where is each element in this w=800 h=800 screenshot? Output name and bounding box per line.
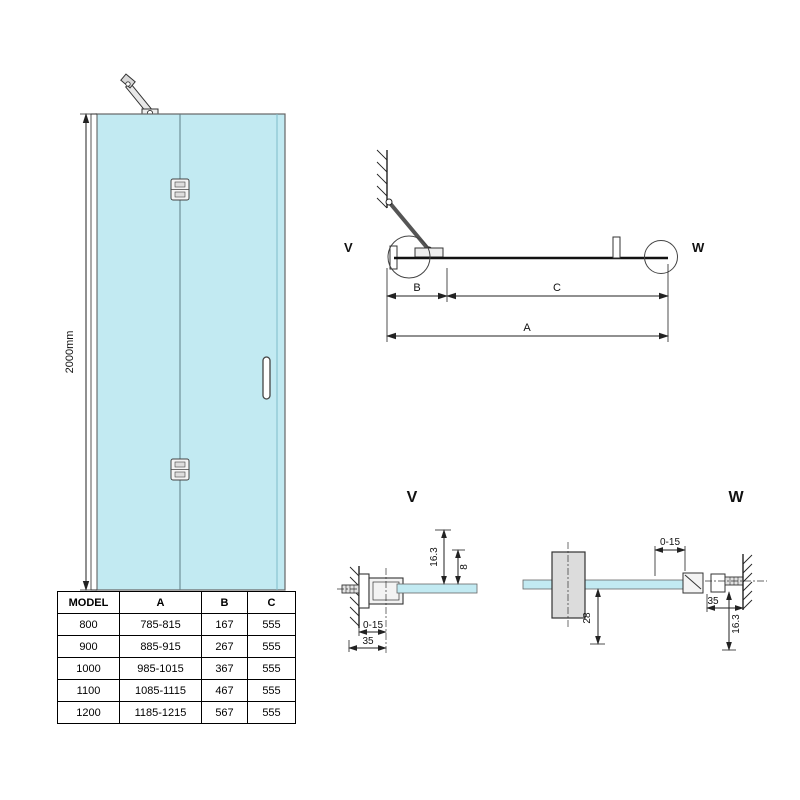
detail-circle-w bbox=[644, 240, 678, 274]
detail-v-drawing: V 16.3 bbox=[337, 489, 478, 654]
handle-plan bbox=[612, 236, 621, 259]
hinge-bottom bbox=[170, 458, 190, 481]
detail-v-wall-profile bbox=[358, 573, 370, 609]
door-handle bbox=[262, 356, 271, 400]
cell-model: 800 bbox=[57, 613, 120, 636]
column-header-model: MODEL bbox=[57, 591, 120, 614]
column-header-a: A bbox=[119, 591, 202, 614]
cell-c: 555 bbox=[247, 657, 296, 680]
table-row: 800 785-815 167 555 bbox=[57, 613, 296, 636]
detail-v-glass bbox=[396, 583, 478, 594]
table-header-row: MODEL A B C bbox=[57, 591, 296, 614]
detail-w-title: W bbox=[728, 489, 744, 506]
dim-0-15-label: 0-15 bbox=[660, 537, 680, 548]
dim-35-label: 35 bbox=[362, 636, 374, 647]
cell-model: 1200 bbox=[57, 701, 120, 724]
cell-a: 785-815 bbox=[119, 613, 202, 636]
dim-a-label: A bbox=[523, 322, 531, 334]
detail-w-edge-profile bbox=[682, 572, 704, 594]
detail-w-wall bbox=[742, 554, 753, 610]
cell-c: 555 bbox=[247, 679, 296, 702]
detail-circle-v bbox=[387, 235, 431, 279]
wall-section bbox=[376, 149, 388, 209]
table-row: 1000 985-1015 367 555 bbox=[57, 657, 296, 680]
dim-16-3-label: 16.3 bbox=[731, 614, 742, 634]
pivot-arm bbox=[120, 73, 159, 118]
detail-w-wall-block bbox=[551, 551, 586, 619]
cell-a: 985-1015 bbox=[119, 657, 202, 680]
height-dimension-label: 2000mm bbox=[64, 331, 76, 374]
detail-v-title: V bbox=[407, 489, 418, 506]
plan-dimensions: B C A bbox=[386, 264, 669, 342]
glass-panel bbox=[95, 113, 286, 591]
detail-v-marker-label: V bbox=[344, 240, 353, 255]
table-row: 1200 1185-1215 567 555 bbox=[57, 701, 296, 724]
hinge-top bbox=[170, 178, 190, 201]
detail-w-drawing: W bbox=[522, 489, 767, 651]
cell-b: 567 bbox=[201, 701, 248, 724]
cell-c: 555 bbox=[247, 701, 296, 724]
dim-c-label: C bbox=[553, 282, 561, 294]
column-header-c: C bbox=[247, 591, 296, 614]
dim-8-label: 8 bbox=[459, 564, 470, 570]
cell-model: 1100 bbox=[57, 679, 120, 702]
spec-table: MODEL A B C 800 785-815 167 555 900 885-… bbox=[57, 591, 296, 724]
column-header-b: B bbox=[201, 591, 248, 614]
cell-b: 467 bbox=[201, 679, 248, 702]
detail-w-glass bbox=[522, 579, 686, 590]
cell-a: 1185-1215 bbox=[119, 701, 202, 724]
cell-model: 900 bbox=[57, 635, 120, 658]
front-view-drawing: 2000mm bbox=[64, 73, 286, 591]
pivot-arm-plan bbox=[385, 198, 433, 254]
detail-w-marker-label: W bbox=[692, 240, 705, 255]
cell-b: 367 bbox=[201, 657, 248, 680]
dim-35-label: 35 bbox=[707, 596, 719, 607]
cell-a: 885-915 bbox=[119, 635, 202, 658]
dim-16-3-label: 16.3 bbox=[429, 547, 440, 567]
detail-w-dimensions: 0-15 35 28 16.3 bbox=[582, 537, 744, 651]
detail-w-wall-profile bbox=[710, 573, 726, 593]
cell-b: 267 bbox=[201, 635, 248, 658]
detail-v-dimensions: 16.3 8 0-15 35 bbox=[348, 529, 470, 652]
cell-c: 555 bbox=[247, 635, 296, 658]
wall-profile bbox=[90, 113, 98, 591]
table-row: 900 885-915 267 555 bbox=[57, 635, 296, 658]
cell-c: 555 bbox=[247, 613, 296, 636]
dim-b-label: B bbox=[413, 282, 420, 294]
top-view-drawing: V W B C A bbox=[344, 149, 705, 342]
dim-28-label: 28 bbox=[582, 612, 593, 624]
cell-a: 1085-1115 bbox=[119, 679, 202, 702]
cell-b: 167 bbox=[201, 613, 248, 636]
dim-0-15-label: 0-15 bbox=[363, 620, 383, 631]
table-row: 1100 1085-1115 467 555 bbox=[57, 679, 296, 702]
cell-model: 1000 bbox=[57, 657, 120, 680]
detail-v-wall bbox=[349, 566, 360, 628]
height-dimension: 2000mm bbox=[64, 113, 97, 591]
